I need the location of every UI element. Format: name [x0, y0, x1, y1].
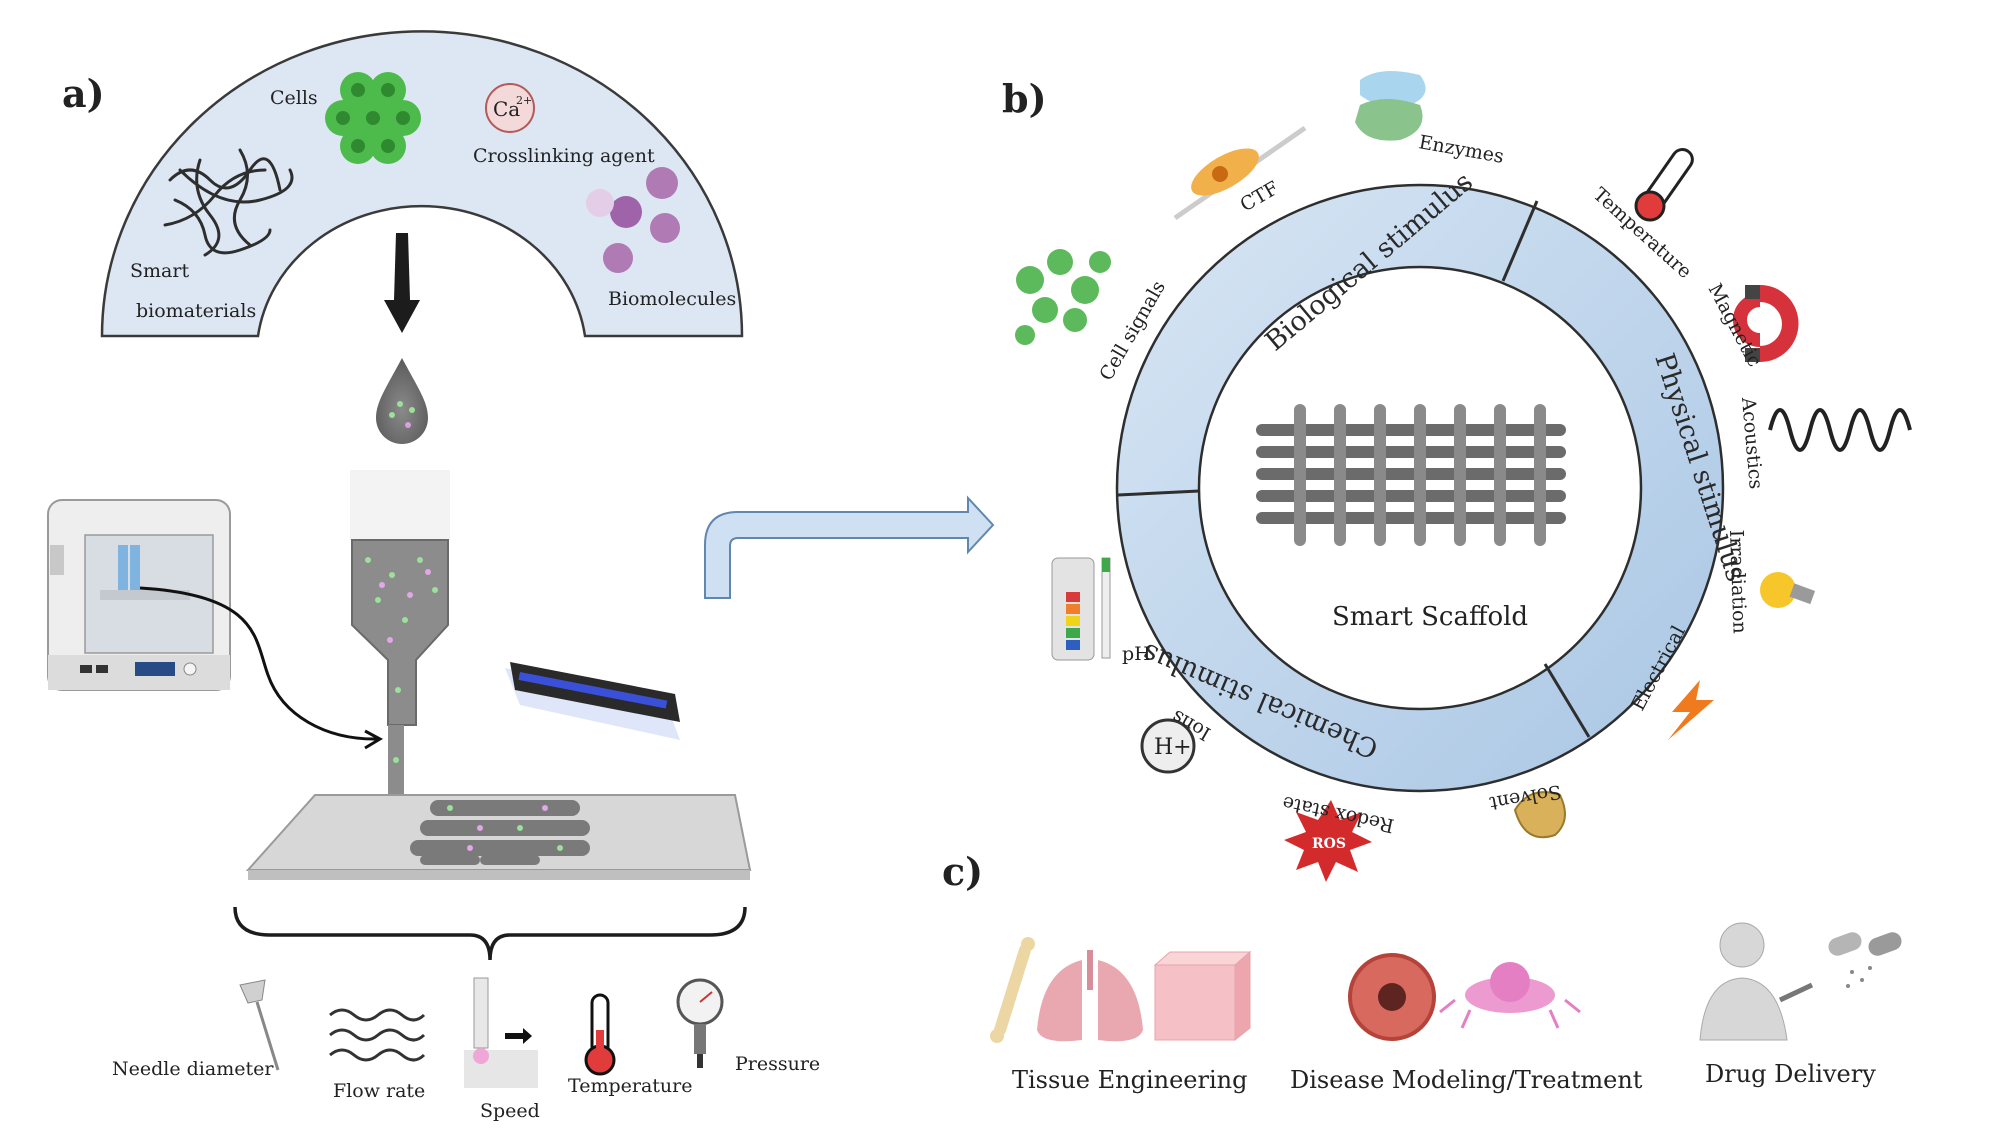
ph-strip-icon	[1051, 557, 1111, 661]
flow-rate-label: Flow rate	[333, 1080, 425, 1102]
speed-icon	[464, 977, 538, 1088]
panel-a-label: a)	[62, 71, 105, 116]
ca-ion-text: Ca	[493, 97, 520, 121]
speed-label: Speed	[480, 1100, 540, 1122]
cells-icon	[325, 72, 421, 164]
solvent-drop-icon	[1513, 791, 1566, 839]
transition-arrow	[704, 495, 995, 599]
calcium-ion-icon: Ca 2+	[485, 83, 535, 133]
thermometer-icon	[584, 993, 616, 1076]
pressure-gauge-icon	[676, 978, 724, 1068]
print-bed-icon	[245, 794, 752, 880]
ros-text: ROS	[1312, 836, 1346, 852]
arrowhead	[364, 729, 384, 750]
parameters-brace	[233, 906, 747, 961]
ctf-label: CTF	[1237, 177, 1283, 216]
pressure-label: Pressure	[735, 1053, 820, 1075]
polymer-network-icon	[163, 148, 294, 257]
panel-b-label: b)	[1002, 76, 1047, 121]
disease-modeling-label: Disease Modeling/Treatment	[1290, 1066, 1643, 1094]
needle-icon	[239, 979, 280, 1071]
lungs-icon	[1037, 950, 1143, 1042]
ph-label: pH	[1122, 643, 1151, 665]
temperature-stimulus-icon	[1634, 148, 1694, 222]
enzymes-icon	[1355, 71, 1426, 141]
tumor-cell-icon	[1348, 953, 1436, 1041]
down-arrow-icon	[384, 233, 420, 333]
magnet-icon	[1733, 285, 1799, 362]
cell-signals-icon	[1015, 249, 1111, 345]
patient-icon	[1699, 922, 1814, 1041]
panel-c-label: c)	[942, 849, 983, 894]
enzymes-label: Enzymes	[1417, 131, 1505, 168]
printer-to-nozzle-arrow	[139, 586, 379, 741]
bioink-drop-icon	[376, 358, 428, 444]
bone-icon	[990, 937, 1035, 1043]
biomaterials-label: biomaterials	[136, 300, 256, 322]
cancer-spheroid-icon	[1439, 962, 1581, 1029]
biomolecules-label: Biomolecules	[608, 288, 736, 310]
light-bulb-icon	[1760, 572, 1816, 608]
cells-label: Cells	[270, 87, 318, 109]
acoustics-label: Acoustics	[1737, 396, 1767, 490]
smart-scaffold-icon	[1256, 404, 1566, 546]
crosslinking-label: Crosslinking agent	[473, 145, 655, 167]
uv-lamp-icon	[505, 662, 680, 740]
needle-diameter-label: Needle diameter	[112, 1058, 274, 1080]
smart-label: Smart	[130, 260, 189, 282]
tissue-cube-icon	[1153, 950, 1252, 1042]
tissue-engineering-label: Tissue Engineering	[1012, 1066, 1247, 1094]
ctf-cell-icon	[1173, 125, 1307, 221]
h-ion-icon: H+	[1140, 718, 1196, 774]
irradiation-label: Irradiation	[1725, 529, 1751, 634]
acoustics-wave-icon	[1768, 408, 1912, 452]
materials-arch	[100, 29, 744, 338]
smart-scaffold-label: Smart Scaffold	[1332, 602, 1528, 632]
ca-charge-text: 2+	[516, 94, 532, 107]
temperature-param-label: Temperature	[568, 1075, 692, 1097]
biomolecules-icon	[586, 167, 680, 273]
bioprinter-icon	[47, 499, 231, 691]
capsule-icon	[1828, 932, 1902, 988]
lightning-icon	[1668, 680, 1714, 740]
h-ion-text: H+	[1154, 735, 1192, 760]
drug-delivery-label: Drug Delivery	[1705, 1060, 1876, 1088]
flow-rate-icon	[329, 1008, 426, 1062]
ros-burst-icon: ROS	[1284, 800, 1372, 882]
